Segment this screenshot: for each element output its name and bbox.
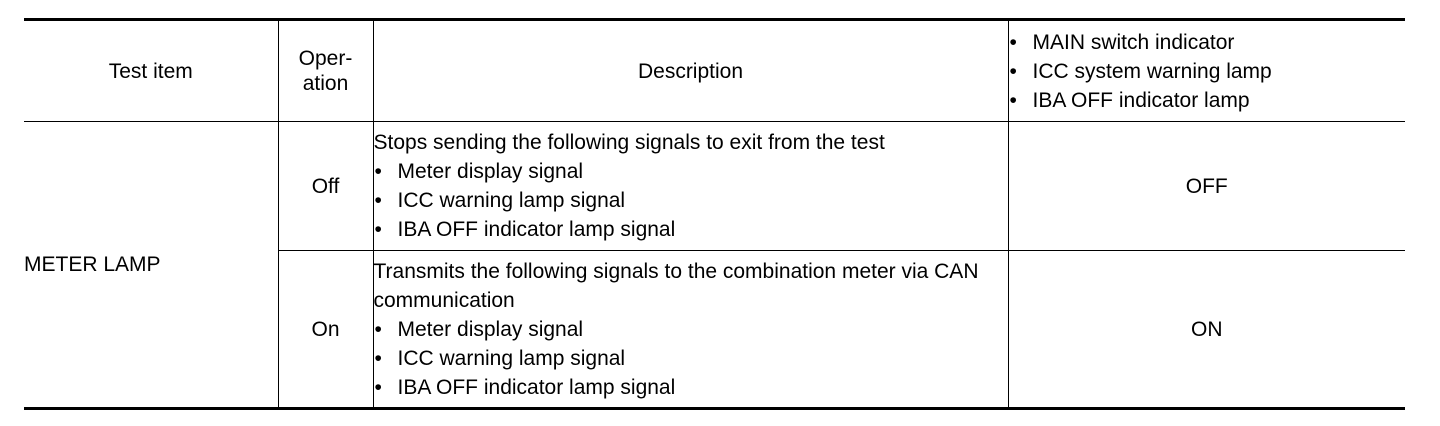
indicator-list: MAIN switch indicator ICC system warning… (1009, 28, 1406, 115)
signal-list: Meter display signal ICC warning lamp si… (374, 157, 1008, 244)
list-item: IBA OFF indicator lamp (1009, 86, 1406, 115)
list-item: Meter display signal (374, 157, 1008, 186)
list-item: IBA OFF indicator lamp signal (374, 373, 1008, 402)
description-lead: Stops sending the following signals to e… (373, 131, 885, 154)
description-cell: Stops sending the following signals to e… (372, 121, 1009, 251)
list-item: ICC system warning lamp (1009, 57, 1406, 86)
header-description: Description (372, 19, 1009, 122)
list-item: Meter display signal (374, 315, 1008, 344)
test-item-cell: METER LAMP (24, 121, 279, 409)
indicator-state-cell: ON (1007, 250, 1405, 409)
table-row: On Transmits the following signals to th… (24, 250, 1405, 409)
indicator-state-cell: OFF (1007, 121, 1405, 251)
header-operation: Oper- ation (277, 19, 374, 122)
list-item: IBA OFF indicator lamp signal (374, 215, 1008, 244)
header-operation-label: Oper- ation (298, 47, 353, 95)
description-cell: Transmits the following signals to the c… (372, 250, 1009, 409)
test-item-table: Test item Oper- ation Description MAIN s… (24, 18, 1405, 410)
description-lead: Transmits the following signals to the c… (373, 259, 979, 312)
header-test-item: Test item (24, 19, 279, 122)
table-row: METER LAMP Off Stops sending the followi… (24, 121, 1405, 409)
list-item: MAIN switch indicator (1009, 28, 1406, 57)
header-indicators: MAIN switch indicator ICC system warning… (1007, 19, 1406, 122)
operation-cell: On (278, 250, 374, 409)
signal-list: Meter display signal ICC warning lamp si… (374, 315, 1008, 402)
list-item: ICC warning lamp signal (374, 186, 1008, 215)
operation-cell: Off (277, 121, 374, 251)
list-item: ICC warning lamp signal (374, 344, 1008, 373)
table-header-row: Test item Oper- ation Description MAIN s… (24, 19, 1406, 122)
